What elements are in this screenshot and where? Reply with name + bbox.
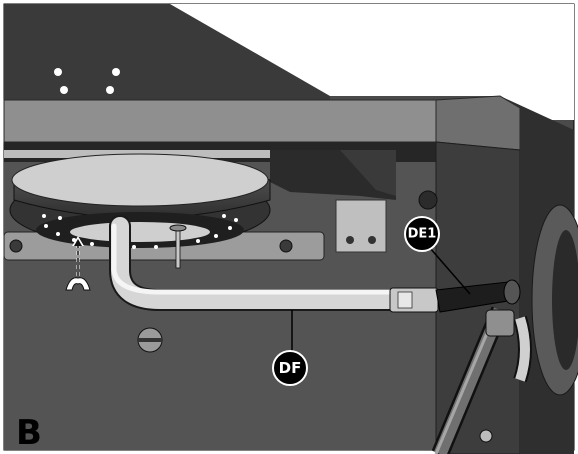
bolt-head xyxy=(418,190,438,210)
rail-bolt xyxy=(9,239,23,253)
callout-df-label: DF xyxy=(279,359,302,377)
burner-top xyxy=(11,153,269,207)
nozzle-end xyxy=(503,279,521,305)
mounting-hole xyxy=(106,86,114,94)
upper-housing xyxy=(4,4,330,100)
mounting-hole xyxy=(112,68,120,76)
screw-slot xyxy=(138,338,162,342)
igniter-cap xyxy=(169,224,187,232)
top-beam xyxy=(3,99,437,143)
callout-de1-label: DE1 xyxy=(408,227,437,242)
beam-lip xyxy=(4,150,384,158)
rail-bolt xyxy=(279,239,293,253)
burner-ring-inner xyxy=(70,222,210,242)
bolt xyxy=(479,429,493,443)
side-pipe xyxy=(515,316,530,382)
callout-df-circle xyxy=(272,350,308,386)
fitting-sleeve xyxy=(397,291,413,309)
gas-tube xyxy=(111,217,409,309)
panel-label: B xyxy=(16,413,42,453)
valve-housing-inner xyxy=(552,230,578,370)
callout-de1-circle xyxy=(404,216,440,252)
background-white-area xyxy=(170,4,574,120)
igniter-pin xyxy=(175,227,181,269)
mounting-hole xyxy=(60,86,68,94)
direction-arrow-tip xyxy=(74,239,82,246)
gas-tube-highlight xyxy=(111,223,403,295)
callout-de1: DE1 xyxy=(404,216,440,252)
mounting-hole xyxy=(54,68,62,76)
bolt xyxy=(346,236,354,244)
hose-coupling xyxy=(485,309,515,337)
tube-fitting xyxy=(389,287,439,313)
callout-df: DF xyxy=(272,350,308,386)
top-beam-end xyxy=(435,95,521,151)
callout-leader-de1 xyxy=(429,247,471,295)
bolt xyxy=(368,236,376,244)
flex-hose-highlight xyxy=(434,311,498,454)
bracket-plate xyxy=(335,199,387,253)
burner-bracket-face xyxy=(340,150,396,196)
wing-clip-icon xyxy=(65,277,91,291)
